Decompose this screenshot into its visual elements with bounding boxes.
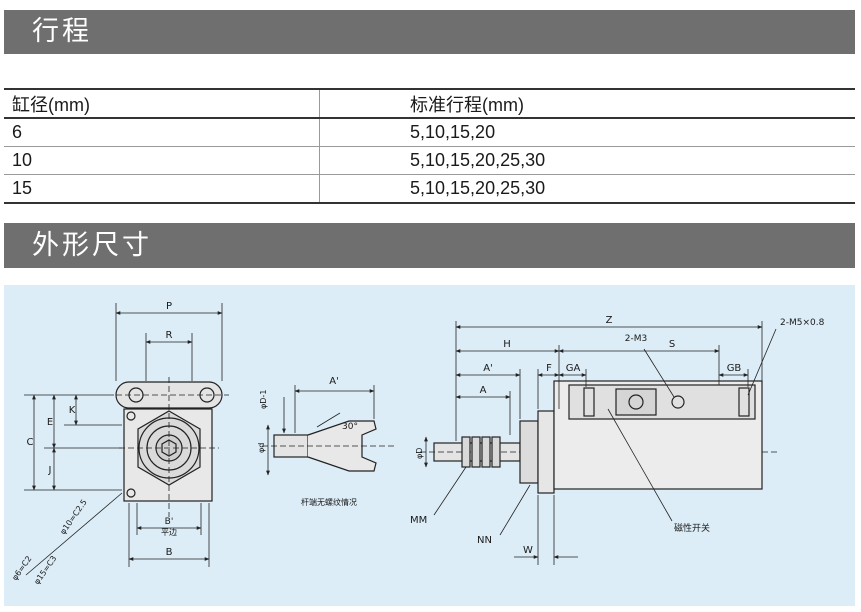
table-header-row: 缸径(mm) 标准行程(mm) xyxy=(4,88,855,119)
cell-stroke: 5,10,15,20,25,30 xyxy=(319,146,855,175)
end-view-dimensions xyxy=(24,303,223,576)
label-E: E xyxy=(47,417,53,428)
end-view xyxy=(115,377,229,517)
label-phi-D: φD xyxy=(415,448,424,459)
section-title-stroke: 行程 xyxy=(32,16,92,47)
label-angle: 30° xyxy=(342,422,358,432)
label-A: A xyxy=(480,385,487,396)
label-B: B xyxy=(166,547,173,558)
lock-nut-4 xyxy=(491,436,501,468)
header-bore: 缸径(mm) xyxy=(4,88,320,119)
front-hex-nut xyxy=(519,420,539,484)
label-K: K xyxy=(69,405,76,416)
label-flat-side: 平边 xyxy=(161,527,177,537)
label-F: F xyxy=(546,363,552,374)
label-magnetic-switch: 磁性开关 xyxy=(674,522,710,534)
port-hole xyxy=(628,394,644,410)
label-MM: MM xyxy=(410,515,427,526)
label-J: J xyxy=(48,465,52,476)
label-H: H xyxy=(503,339,511,350)
side-view xyxy=(420,380,779,494)
header-standard-stroke: 标准行程(mm) xyxy=(319,88,855,119)
label-P: P xyxy=(166,301,172,312)
label-GB: GB xyxy=(727,363,742,374)
lock-nut-2 xyxy=(471,436,481,468)
label-phi-d: φd xyxy=(257,443,266,453)
label-GA: GA xyxy=(566,363,581,374)
rod-end-dimensions xyxy=(266,385,375,476)
cell-bore: 15 xyxy=(4,174,320,204)
section-header-stroke: 行程 xyxy=(4,10,855,54)
rod-end-detail xyxy=(262,420,394,472)
lock-nut-3 xyxy=(481,436,491,468)
label-2-M5: 2-M5×0.8 xyxy=(780,318,825,328)
gland-left xyxy=(583,387,595,417)
label-phi6: φ6=C2 xyxy=(10,554,33,582)
label-W: W xyxy=(523,545,533,556)
label-rod-note: 杆端无螺纹情况 xyxy=(301,497,357,507)
dimension-drawing: P R C E K J B' 平边 B φ6=C2 φ15=C3 φ10=C2.… xyxy=(4,285,855,606)
section-title-dimensions: 外形尺寸 xyxy=(32,230,152,261)
cell-stroke: 5,10,15,20 xyxy=(319,118,855,147)
cell-bore: 6 xyxy=(4,118,320,147)
cell-bore: 10 xyxy=(4,146,320,175)
gland-right xyxy=(738,387,750,417)
rod-hex xyxy=(161,439,177,457)
label-S: S xyxy=(669,339,675,350)
table-row: 15 5,10,15,20,25,30 xyxy=(4,174,855,204)
side-mount-bar xyxy=(568,384,756,420)
label-Z: Z xyxy=(606,315,613,326)
label-A-prime-side: A' xyxy=(483,363,493,374)
stroke-table: 缸径(mm) 标准行程(mm) 6 5,10,15,20 10 5,10,15,… xyxy=(4,88,855,204)
m3-hole xyxy=(671,395,685,409)
label-C: C xyxy=(27,437,34,448)
drawing-svg: P R C E K J B' 平边 B φ6=C2 φ15=C3 φ10=C2.… xyxy=(10,301,825,586)
label-2-M3: 2-M3 xyxy=(625,334,647,344)
mount-hole-right xyxy=(199,387,215,403)
side-view-dimensions xyxy=(424,321,777,565)
label-B-prime: B' xyxy=(165,517,174,527)
label-phi-D1: φD-1 xyxy=(259,390,268,409)
label-R: R xyxy=(166,330,173,341)
cell-stroke: 5,10,15,20,25,30 xyxy=(319,174,855,204)
table-row: 6 5,10,15,20 xyxy=(4,118,855,147)
front-flange xyxy=(537,410,555,494)
section-header-dimensions: 外形尺寸 xyxy=(4,223,855,268)
table-row: 10 5,10,15,20,25,30 xyxy=(4,146,855,175)
port-block xyxy=(615,388,657,416)
mount-hole-left xyxy=(128,387,144,403)
lock-nut-1 xyxy=(461,436,471,468)
label-NN: NN xyxy=(477,535,492,546)
label-A-prime-rod: A' xyxy=(329,376,339,387)
label-phi10: φ10=C2.5 xyxy=(58,498,89,536)
